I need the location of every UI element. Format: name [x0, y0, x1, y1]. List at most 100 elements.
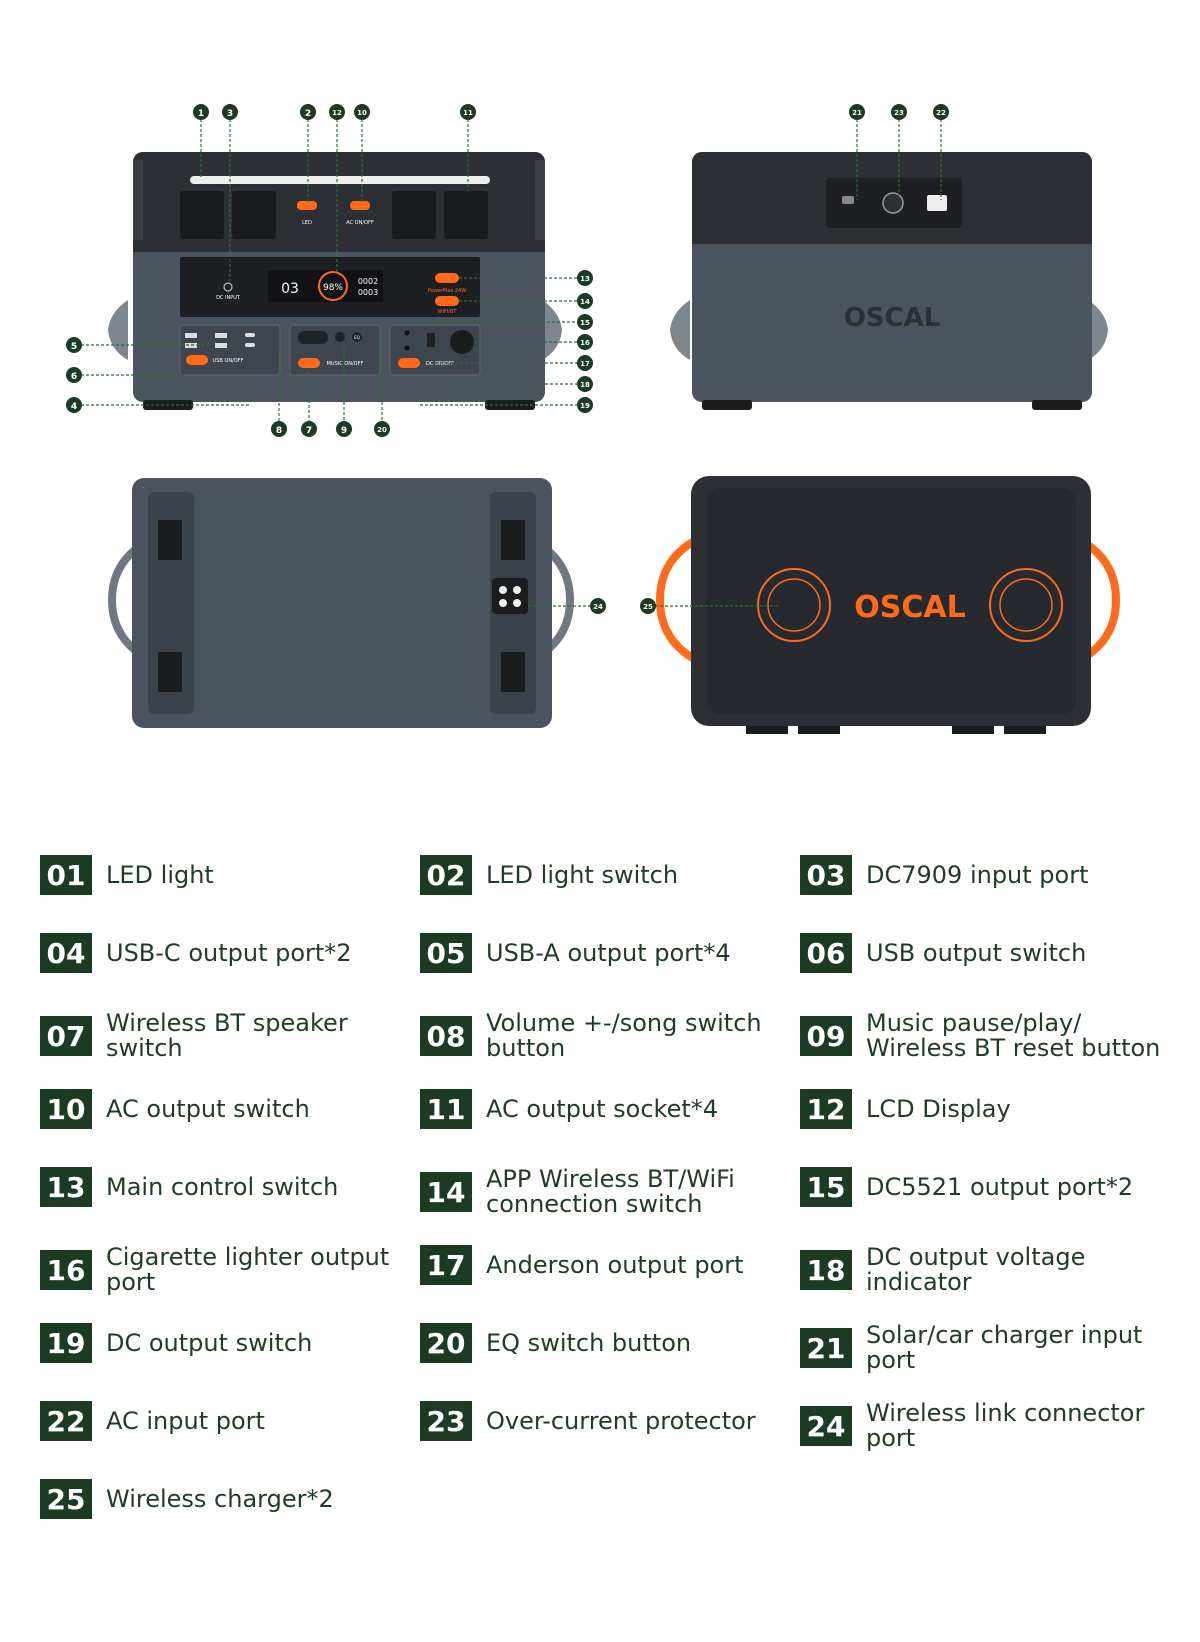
svg-text:3: 3: [227, 109, 233, 119]
legend-item: 21 Solar/car charger input port: [800, 1323, 1166, 1373]
legend-text: EQ switch button: [486, 1328, 692, 1357]
wifi-bt-label: WIFI/BT: [438, 309, 458, 315]
legend-number: 24: [800, 1406, 852, 1446]
legend-number: 20: [420, 1323, 472, 1363]
callout-7: 7: [301, 421, 317, 437]
play-button[interactable]: [335, 332, 345, 342]
eq-button[interactable]: [352, 332, 362, 342]
music-switch-label: MUSIC ON/OFF: [327, 361, 364, 367]
legend-text: DC7909 input port: [866, 860, 1089, 889]
ac-socket: [232, 191, 276, 239]
legend-number: 07: [40, 1016, 92, 1056]
callout-21: 21: [849, 104, 865, 120]
dc-switch[interactable]: [398, 358, 420, 368]
legend-text: USB output switch: [866, 938, 1087, 967]
legend-item: 01 LED light: [40, 855, 406, 895]
callout-14: 14: [577, 293, 593, 309]
callout-15: 15: [577, 314, 593, 330]
music-switch[interactable]: [298, 358, 320, 368]
callout-22: 22: [933, 104, 949, 120]
led-light-bar: [190, 176, 490, 184]
wifi-bt-switch[interactable]: [435, 296, 459, 306]
dc-input-label: DC INPUT: [216, 295, 241, 301]
callout-17: 17: [577, 355, 593, 371]
svg-text:19: 19: [580, 402, 590, 410]
svg-text:8: 8: [276, 426, 282, 436]
legend-item: 20 EQ switch button: [420, 1323, 786, 1363]
callout-12: 12: [329, 104, 345, 120]
legend-number: 10: [40, 1089, 92, 1129]
svg-text:12: 12: [332, 109, 342, 117]
lcd-right-top: 0002: [358, 277, 378, 286]
legend-item: 10 AC output switch: [40, 1089, 406, 1129]
legend-number: 02: [420, 855, 472, 895]
led-switch[interactable]: [297, 201, 317, 210]
svg-text:10: 10: [357, 109, 367, 117]
svg-text:1: 1: [198, 109, 204, 119]
callout-13: 13: [577, 270, 593, 286]
legend-number: 01: [40, 855, 92, 895]
svg-text:16: 16: [580, 339, 590, 347]
callout-3: 3: [222, 104, 238, 120]
ac-socket: [444, 191, 488, 239]
legend-number: 18: [800, 1250, 852, 1290]
ac-switch-label: AC ON/OFF: [346, 220, 374, 226]
legend-text: USB-A output port*4: [486, 938, 731, 967]
legend-number: 19: [40, 1323, 92, 1363]
legend-item: 25 Wireless charger*2: [40, 1479, 406, 1519]
callout-18: 18: [577, 376, 593, 392]
legend-number: 14: [420, 1172, 472, 1212]
usb-switch[interactable]: [186, 355, 208, 365]
callout-24: 24: [590, 598, 606, 614]
volume-button[interactable]: [298, 331, 328, 344]
callout-9: 9: [336, 421, 352, 437]
svg-text:13: 13: [580, 275, 590, 283]
callout-5: 5: [66, 337, 82, 353]
back-logo: OSCAL: [844, 303, 941, 333]
svg-text:22: 22: [936, 109, 946, 117]
svg-text:20: 20: [377, 426, 387, 434]
legend-number: 05: [420, 933, 472, 973]
legend-number: 22: [40, 1401, 92, 1441]
legend-number: 25: [40, 1479, 92, 1519]
svg-text:23: 23: [894, 109, 904, 117]
legend-text: LED light: [106, 860, 214, 889]
callout-23: 23: [891, 104, 907, 120]
legend-text: Wireless charger*2: [106, 1484, 334, 1513]
legend-text: DC output voltage indicator: [866, 1243, 1086, 1296]
legend-text: DC output switch: [106, 1328, 313, 1357]
top-logo: OSCAL: [854, 590, 965, 625]
legend-number: 15: [800, 1167, 852, 1207]
eq-label: EQ: [354, 335, 360, 340]
bottom-view: [107, 478, 575, 728]
legend-number: 08: [420, 1016, 472, 1056]
main-control-switch[interactable]: [435, 273, 459, 283]
legend-number: 12: [800, 1089, 852, 1129]
legend-text: Solar/car charger input port: [866, 1321, 1143, 1374]
callout-badges: 1 3 2 12 10 11 5 6 4 8 7 9 20 13 14 15 1…: [66, 104, 949, 614]
wireless-link-port: [492, 578, 528, 614]
legend-text: AC output switch: [106, 1094, 310, 1123]
svg-text:5: 5: [71, 342, 77, 352]
lcd-right-bottom: 0003: [358, 288, 378, 297]
callout-20: 20: [374, 421, 390, 437]
callout-10: 10: [354, 104, 370, 120]
ac-switch[interactable]: [350, 201, 370, 210]
ac-socket: [392, 191, 436, 239]
legend-text: Main control switch: [106, 1172, 339, 1201]
legend-number: 21: [800, 1328, 852, 1368]
